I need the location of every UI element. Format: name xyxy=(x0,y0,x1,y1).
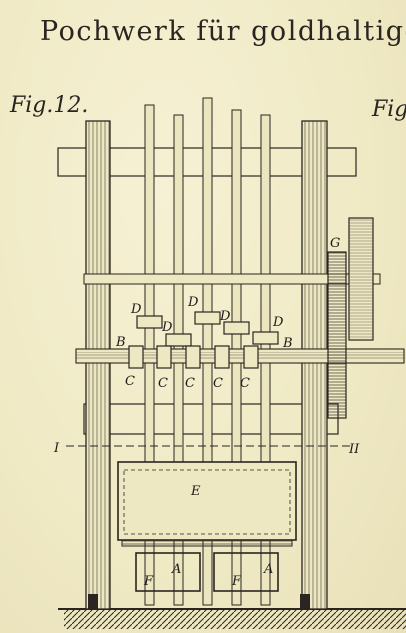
label-C-2: C xyxy=(158,376,168,391)
label-D-3: D xyxy=(187,295,199,310)
figure-label-left: Fig.12. xyxy=(10,93,89,118)
label-D-1: D xyxy=(130,302,142,317)
label-D-5: D xyxy=(272,315,284,330)
plate-title: Pochwerk für goldhaltige xyxy=(40,16,406,47)
part-labels: D D D D D C C C C C B B G E A A F F I II xyxy=(53,236,360,589)
gear-wheel xyxy=(327,217,374,419)
cam-shaft xyxy=(75,348,405,364)
label-C-1: C xyxy=(125,374,135,389)
cams xyxy=(128,345,259,369)
label-A-left: A xyxy=(171,562,181,577)
discharge-screens xyxy=(135,552,279,592)
label-section-II: II xyxy=(348,442,360,457)
left-upright-post xyxy=(85,120,111,610)
label-C-3: C xyxy=(185,376,195,391)
label-F-left: F xyxy=(143,574,154,589)
label-D-2: D xyxy=(161,320,173,335)
label-C-4: C xyxy=(213,376,223,391)
label-D-4: D xyxy=(219,309,231,324)
label-B-right: B xyxy=(282,336,293,351)
label-E: E xyxy=(190,484,201,499)
label-section-I: I xyxy=(53,441,60,456)
label-A-right: A xyxy=(263,562,273,577)
right-upright-post xyxy=(301,120,328,610)
ground-foundation xyxy=(58,608,406,629)
label-C-5: C xyxy=(240,376,250,391)
label-B-left: B xyxy=(115,335,126,350)
mortar-box xyxy=(117,461,297,547)
tappets xyxy=(136,311,279,347)
label-G: G xyxy=(330,236,340,251)
label-F-right: F xyxy=(231,574,242,589)
figure-label-right: Fig xyxy=(372,97,406,122)
upper-shaft xyxy=(83,273,381,285)
post-feet xyxy=(88,594,310,609)
